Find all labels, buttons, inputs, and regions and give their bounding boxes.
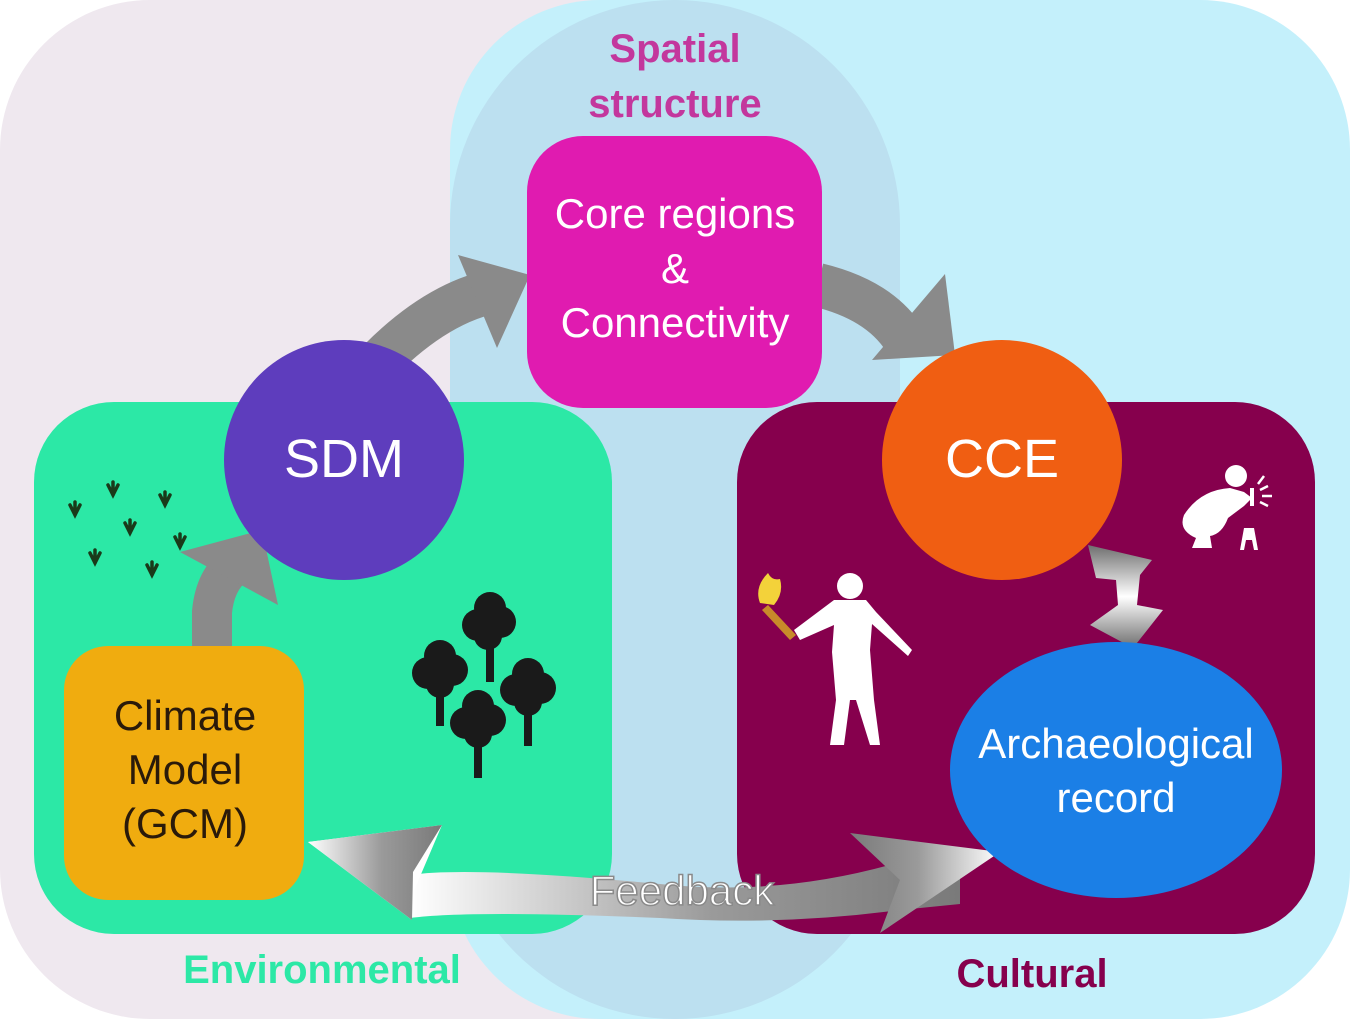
grass-sprouts-icon bbox=[68, 480, 187, 579]
sdm-node: SDM bbox=[224, 340, 464, 580]
archaeological-record-node: Archaeological record bbox=[950, 642, 1282, 898]
arrow-core-to-cce bbox=[812, 263, 955, 360]
feedback-label: Feedback bbox=[590, 867, 775, 914]
environmental-label: Environmental bbox=[183, 948, 461, 992]
archaeo-line-1: Archaeological bbox=[978, 720, 1254, 767]
sdm-label: SDM bbox=[284, 429, 404, 489]
cce-label: CCE bbox=[945, 429, 1059, 489]
climate-line-1: Climate bbox=[114, 692, 256, 739]
core-line-3: Connectivity bbox=[561, 299, 790, 346]
core-line-1: Core regions bbox=[555, 190, 795, 237]
climate-line-3: (GCM) bbox=[122, 800, 248, 847]
person-with-torch-icon bbox=[758, 573, 912, 745]
arrow-sdm-to-core bbox=[364, 255, 530, 376]
spatial-structure-label-2: structure bbox=[588, 82, 761, 126]
crouching-archaeologist-icon bbox=[1182, 465, 1272, 550]
core-regions-node: Core regions & Connectivity bbox=[527, 136, 822, 408]
arrow-climate-to-sdm bbox=[180, 530, 278, 650]
spatial-structure-label-1: Spatial bbox=[609, 27, 740, 71]
archaeo-line-2: record bbox=[1056, 774, 1175, 821]
climate-line-2: Model bbox=[128, 746, 242, 793]
cce-node: CCE bbox=[882, 340, 1122, 580]
core-line-2: & bbox=[661, 245, 689, 292]
feedback-arrow: Feedback bbox=[308, 825, 1000, 933]
climate-model-node: Climate Model (GCM) bbox=[64, 646, 304, 900]
trees-icon bbox=[412, 592, 556, 778]
cultural-label: Cultural bbox=[956, 952, 1107, 996]
double-arrow-cce-archaeo bbox=[1088, 545, 1163, 648]
